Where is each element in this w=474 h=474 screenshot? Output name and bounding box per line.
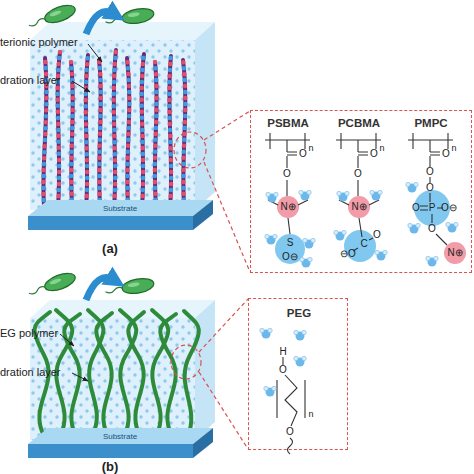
atom-label: O⊖ [282, 252, 298, 262]
repel-arrow [86, 278, 114, 301]
leader-line [72, 81, 90, 92]
water-molecules [260, 182, 458, 396]
atom-label: O⊖ [441, 203, 457, 213]
atom-label: O [442, 149, 450, 159]
atom-label: n [451, 144, 456, 153]
figure-label: dration layer [0, 75, 61, 86]
atom-label: O [426, 183, 434, 193]
atom-label: S [287, 238, 294, 248]
node-text: Substrate [103, 204, 137, 213]
atom-label: O [373, 230, 381, 240]
atom-label: O [354, 169, 362, 179]
substrate-slab: Substrate [28, 200, 213, 232]
figure-label: dration layer [0, 367, 61, 378]
node-text: PSBMA [267, 117, 309, 129]
atom-label: O [412, 203, 420, 213]
charge-circles [275, 190, 466, 264]
node-text: PCBMA [338, 117, 380, 129]
atom-label: O [426, 167, 434, 177]
atom-label: H [279, 347, 286, 357]
atom-label: O [370, 149, 378, 159]
substrate-slab: Substrate [28, 428, 213, 460]
atom-label: n [379, 144, 384, 153]
atom-label: N⊕ [351, 202, 366, 212]
atom-label: N⊕ [447, 248, 462, 258]
atom-label: O [279, 365, 287, 375]
zoom-lines [171, 299, 248, 449]
hydration-layer [30, 22, 215, 210]
zoom-lines [174, 111, 250, 272]
atom-label: n [308, 144, 313, 153]
atom-label: O [286, 427, 294, 437]
atom-label: C [360, 239, 367, 249]
leader-line [72, 373, 88, 381]
zwitterionic-brush [43, 50, 185, 208]
node-text: Substrate [103, 432, 137, 441]
atom-label: ⊖O [340, 249, 356, 259]
figure-label: (b) [102, 460, 119, 473]
atom-label: O [428, 224, 436, 234]
figure-label: (a) [102, 242, 118, 255]
atom-label: P [429, 203, 436, 213]
bacterium [27, 2, 78, 32]
atom-label: O [283, 169, 291, 179]
figure-label: EG polymer [0, 328, 58, 339]
node-text: PMPC [414, 117, 447, 129]
atom-label: N⊕ [280, 202, 295, 212]
leader-line [60, 334, 74, 346]
leader-line [88, 44, 102, 62]
bacterium [27, 270, 78, 300]
zoom-box: PEG [248, 298, 348, 450]
atom-label: n [308, 410, 313, 419]
repel-arrow [86, 12, 114, 35]
figure-label: terionic polymer [0, 37, 78, 48]
chemical-bonds [265, 133, 453, 454]
node-text: PEG [287, 307, 311, 319]
atom-label: O [299, 149, 307, 159]
